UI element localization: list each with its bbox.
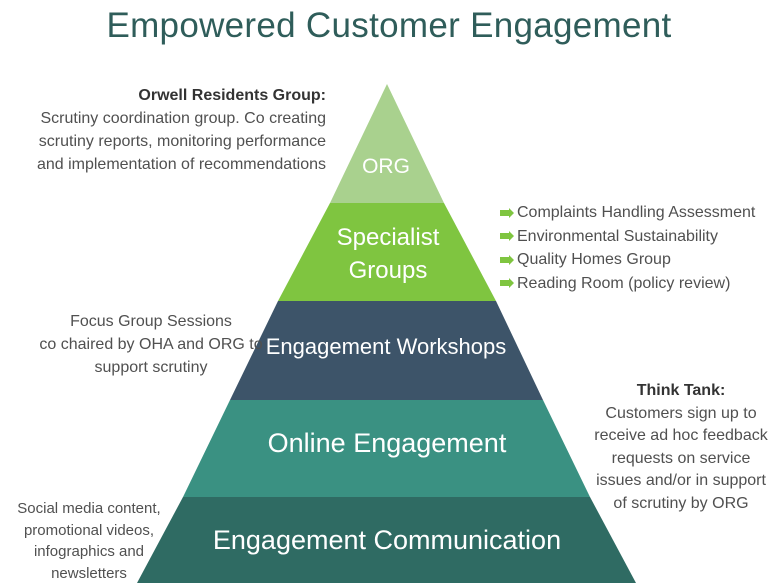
focus-group-note: Focus Group Sessions co chaired by OHA a… xyxy=(26,310,276,379)
orwell-line: Scrutiny coordination group. Co creating xyxy=(37,107,326,130)
list-item-label: Environmental Sustainability xyxy=(517,225,718,249)
think-tank-line: requests on service xyxy=(586,448,776,471)
focus-line: support scrutiny xyxy=(26,356,276,379)
list-item-label: Quality Homes Group xyxy=(517,248,671,272)
orwell-residents-note: Orwell Residents Group: Scrutiny coordin… xyxy=(37,84,326,176)
list-item-label: Complaints Handling Assessment xyxy=(517,201,755,225)
specialist-groups-list: Complaints Handling Assessment Environme… xyxy=(500,201,755,295)
list-item: Complaints Handling Assessment xyxy=(500,201,755,225)
orwell-heading: Orwell Residents Group: xyxy=(37,84,326,107)
focus-line: co chaired by OHA and ORG to xyxy=(26,333,276,356)
tier-label-communication: Engagement Communication xyxy=(213,525,561,555)
think-tank-line: of scrutiny by ORG xyxy=(586,493,776,516)
arrow-right-icon xyxy=(500,278,514,288)
tier-org[interactable] xyxy=(330,84,444,203)
social-line: Social media content, xyxy=(0,498,178,520)
focus-line: Focus Group Sessions xyxy=(26,310,276,333)
list-item: Reading Room (policy review) xyxy=(500,272,755,296)
think-tank-line: receive ad hoc feedback xyxy=(586,425,776,448)
orwell-line: scrutiny reports, monitoring performance xyxy=(37,130,326,153)
arrow-right-icon xyxy=(500,231,514,241)
arrow-right-icon xyxy=(500,208,514,218)
tier-specialist-groups[interactable] xyxy=(278,203,496,301)
arrow-right-icon xyxy=(500,255,514,265)
tier-label-org: ORG xyxy=(362,155,410,178)
social-line: infographics and xyxy=(0,541,178,563)
tier-label-specialist-line1: Specialist xyxy=(337,224,440,251)
social-media-note: Social media content, promotional videos… xyxy=(0,498,178,584)
social-line: newsletters xyxy=(0,563,178,584)
tier-label-workshops: Engagement Workshops xyxy=(266,334,507,359)
list-item-label: Reading Room (policy review) xyxy=(517,272,730,296)
list-item: Environmental Sustainability xyxy=(500,225,755,249)
tier-label-online: Online Engagement xyxy=(268,428,507,458)
orwell-line: and implementation of recommendations xyxy=(37,153,326,176)
think-tank-line: Customers sign up to xyxy=(586,403,776,426)
think-tank-note: Think Tank: Customers sign up to receive… xyxy=(586,380,776,515)
tier-label-specialist-line2: Groups xyxy=(349,257,428,284)
think-tank-line: issues and/or in support xyxy=(586,470,776,493)
list-item: Quality Homes Group xyxy=(500,248,755,272)
think-tank-heading: Think Tank: xyxy=(586,380,776,403)
social-line: promotional videos, xyxy=(0,520,178,542)
